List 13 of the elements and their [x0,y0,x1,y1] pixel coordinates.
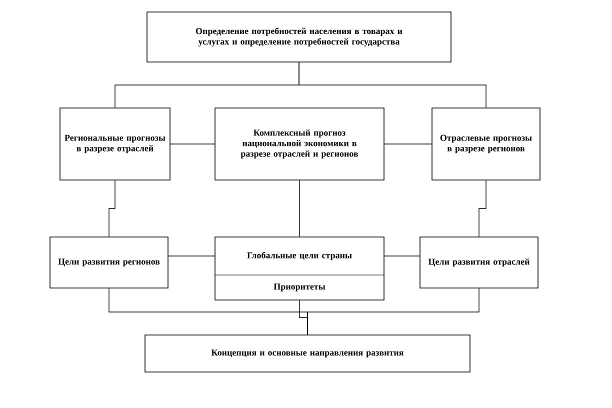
process-box: Определение потребностей населения в товарах и услугах и определение потребностей государства [146,12,452,62]
connector-line [478,180,486,237]
connector-line [298,62,486,108]
process-box: Концепция и основные направления развития [144,334,470,372]
process-box: Цели развития регионов [50,236,168,288]
process-box: Комплексный прогноз национальной экономики в разрезе отраслей и регионов [214,108,384,180]
connector-line [307,288,480,335]
connector-line [108,180,116,237]
process-box: Региональные прогнозы в разрезе отраслей [60,108,170,180]
split-box: Глобальные цели страны Приоритеты [214,236,384,300]
connector-line [299,180,300,237]
process-box: Цели развития отраслей [420,236,538,288]
process-box: Отраслевые прогнозы в разрезе регионов [432,108,540,180]
